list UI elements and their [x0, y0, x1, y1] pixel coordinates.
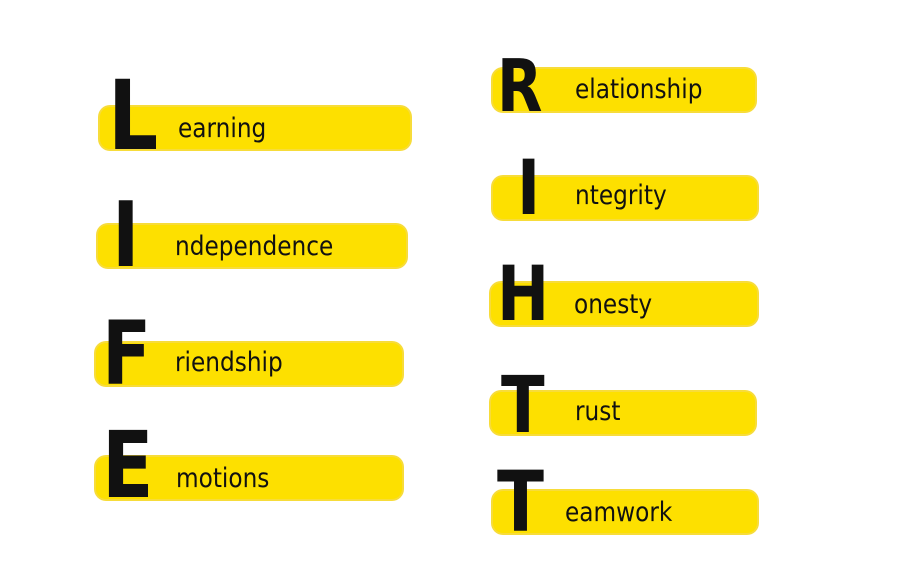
right-row-relationship: R elationship	[490, 50, 758, 122]
initial-letter: E	[102, 412, 154, 519]
word-remainder: earning	[178, 113, 267, 144]
word-remainder: riendship	[175, 347, 283, 378]
initial-letter: F	[102, 302, 152, 405]
highlight-bar	[97, 104, 413, 152]
word-remainder: ntegrity	[575, 180, 667, 211]
right-row-trust: T rust	[488, 367, 758, 445]
highlight-bar	[95, 222, 409, 270]
life-row-independence: I ndependence	[95, 191, 410, 281]
word-remainder: motions	[176, 463, 270, 494]
right-row-teamwork: T eamwork	[490, 460, 760, 544]
initial-letter: I	[112, 183, 140, 288]
right-row-honesty: H onesty	[488, 256, 760, 334]
initial-letter: T	[497, 453, 544, 551]
initial-letter: T	[501, 361, 545, 451]
highlight-bar	[490, 488, 760, 536]
initial-letter: H	[497, 249, 550, 338]
life-row-learning: L earning	[97, 68, 413, 164]
highlight-bar	[93, 340, 405, 388]
highlight-bar	[488, 280, 760, 328]
word-remainder: eamwork	[565, 497, 673, 528]
life-row-friendship: F riendship	[93, 310, 406, 398]
word-remainder: onesty	[574, 289, 653, 320]
word-remainder: elationship	[575, 74, 703, 105]
highlight-bar	[490, 174, 760, 222]
initial-letter: R	[497, 44, 543, 128]
word-remainder: ndependence	[175, 231, 334, 262]
word-remainder: rust	[575, 396, 621, 427]
highlight-bar	[93, 454, 405, 502]
right-row-integrity: I ntegrity	[490, 150, 760, 228]
highlight-bar	[490, 66, 758, 114]
life-row-emotions: E motions	[93, 420, 406, 512]
initial-letter: I	[517, 143, 541, 232]
highlight-bar	[488, 389, 758, 437]
initial-letter: L	[108, 60, 159, 172]
